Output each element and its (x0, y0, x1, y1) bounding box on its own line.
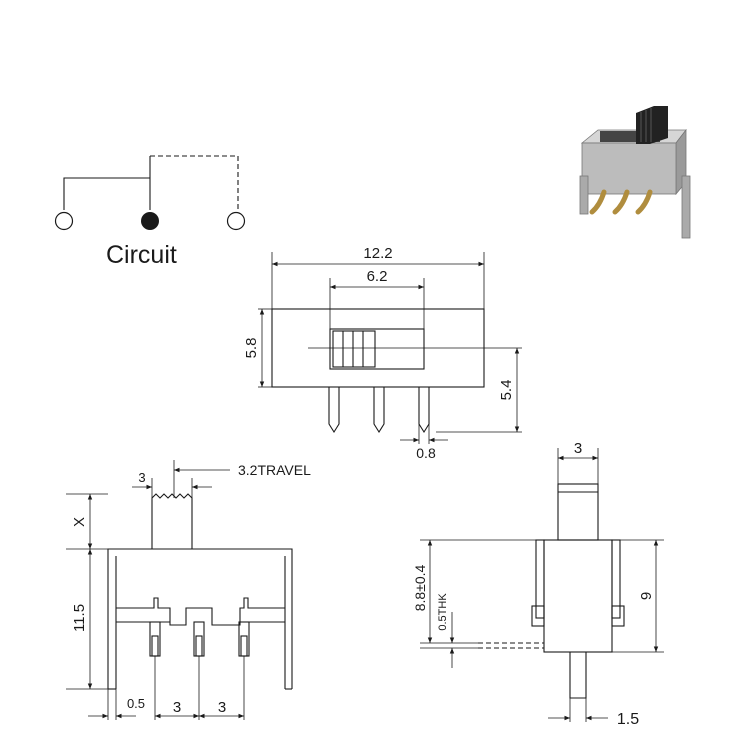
dim-pin-pitch-2: 3 (218, 699, 226, 716)
dim-slot-width: 6.2 (367, 268, 388, 285)
front-view: 12.2 6.2 5.8 5.4 0.8 (243, 245, 522, 461)
dim-pin-width: 0.8 (416, 445, 436, 461)
circuit-label: Circuit (106, 241, 177, 269)
dim-pin-thickness: 0.5 (127, 696, 145, 711)
dim-body-height: 11.5 (71, 604, 88, 632)
circuit-symbol: Circuit (54, 155, 246, 269)
end-view: 3 9 8.8±0.4 0.5THK 1.5 (412, 440, 664, 728)
dim-actuator-width: 3 (574, 440, 582, 457)
product-photo (579, 106, 691, 239)
dim-travel: 3.2TRAVEL (238, 462, 311, 478)
dim-height-tol: 8.8±0.4 (412, 564, 428, 611)
dim-body-height: 5.8 (243, 338, 260, 359)
dim-actuator-width: 3 (138, 470, 145, 485)
actuator (636, 106, 668, 144)
terminal-left (54, 211, 74, 231)
terminal-right (226, 211, 246, 231)
dim-actuator-height: X (71, 517, 88, 527)
side-view: 3 3.2TRAVEL X 11.5 0.5 3 3 (66, 460, 311, 720)
dim-pin-height: 5.4 (498, 380, 515, 401)
dim-pin-width: 1.5 (617, 711, 639, 728)
dim-thk: 0.5THK (437, 593, 449, 631)
dim-pin-pitch-1: 3 (173, 699, 181, 716)
terminal-common (141, 212, 159, 230)
dim-width-overall: 12.2 (363, 245, 392, 262)
dim-body-height: 9 (638, 592, 655, 600)
